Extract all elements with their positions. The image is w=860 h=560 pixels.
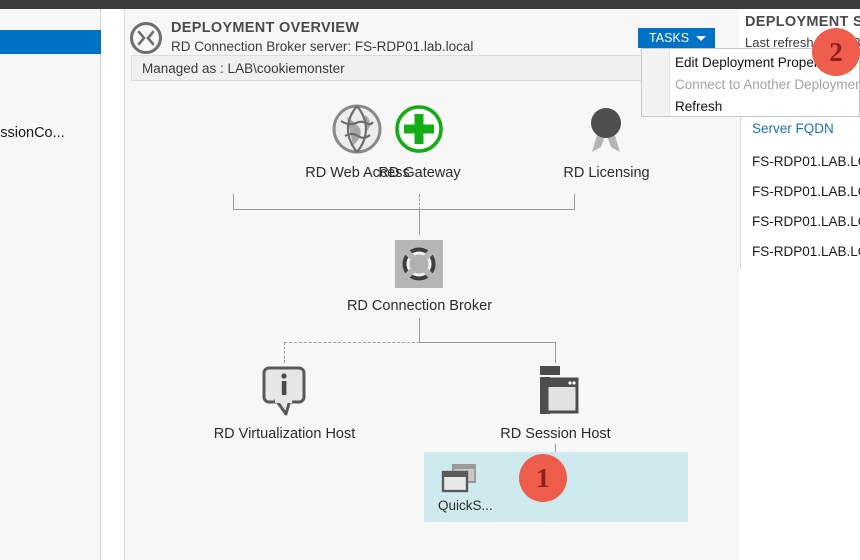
info-bubble-icon xyxy=(207,364,362,420)
page-subtitle: RD Connection Broker server: FS-RDP01.la… xyxy=(171,39,474,54)
deployment-overview-icon xyxy=(130,22,162,54)
connector-gateway-stub-dotted xyxy=(419,194,420,210)
sidebar-item-quicksessioncollection[interactable]: ckSessionCo... xyxy=(0,121,101,145)
menu-item-label: Connect to Another Deployment xyxy=(675,77,860,92)
menu-item-refresh[interactable]: Refresh xyxy=(675,95,722,118)
chevron-down-icon xyxy=(696,36,706,41)
node-label: RD Gateway xyxy=(378,165,461,181)
menu-item-connect-to-another-deployment: Connect to Another Deployment xyxy=(675,73,860,96)
node-rd-connection-broker[interactable]: RD Connection Broker xyxy=(342,236,497,314)
session-host-icon xyxy=(478,364,633,420)
node-label: RD Licensing xyxy=(563,165,650,181)
connector-sessionhost-stub xyxy=(555,342,556,363)
table-row[interactable]: FS-RDP01.LAB.LOCAL xyxy=(752,154,860,169)
connector-broker-down xyxy=(419,318,420,342)
menu-item-label: Edit Deployment Properties xyxy=(675,55,840,70)
servers-grid: Server FQDN FS-RDP01.LAB.LOCAL FS-RDP01.… xyxy=(740,109,860,269)
connector-webaccess-stub xyxy=(233,194,234,210)
node-rd-session-host[interactable]: RD Session Host xyxy=(478,364,633,442)
connector-top-horizontal xyxy=(233,209,574,210)
table-row[interactable]: FS-RDP01.LAB.LOCAL xyxy=(752,214,860,229)
annotation-badge-2: 2 xyxy=(812,28,860,76)
menu-item-edit-deployment-properties[interactable]: Edit Deployment Properties xyxy=(675,51,839,74)
collection-tile-label: QuickS... xyxy=(438,498,493,513)
node-label: RD Web Access xyxy=(305,165,410,181)
connector-to-broker xyxy=(419,209,420,235)
connector-licensing-stub xyxy=(574,194,575,210)
deployment-diagram: RD Web Access RD Gateway xyxy=(125,81,740,560)
navigation-sidebar: iew rs tions ckSessionCo... xyxy=(0,9,101,560)
node-label: RD Connection Broker xyxy=(346,298,493,314)
window-top-band xyxy=(0,0,860,9)
right-panel-title: DEPLOYMENT SER xyxy=(745,14,860,30)
sidebar-item-collections[interactable]: tions xyxy=(0,94,101,118)
sidebar-item-label: ckSessionCo... xyxy=(0,125,65,141)
connector-bottom-right-horizontal xyxy=(419,342,555,343)
tasks-button-label: TASKS xyxy=(649,31,690,45)
connection-broker-icon xyxy=(342,236,497,292)
menu-item-label: Refresh xyxy=(675,99,723,114)
sidebar-item-servers[interactable]: rs xyxy=(0,63,101,87)
managed-as-bar: Managed as : LAB\cookiemonster xyxy=(131,55,731,81)
node-rd-licensing[interactable]: RD Licensing xyxy=(529,103,684,181)
node-label: RD Session Host xyxy=(500,426,611,442)
column-header-server-fqdn[interactable]: Server FQDN xyxy=(752,121,834,136)
node-rd-web-access[interactable]: RD Web Access xyxy=(280,103,435,181)
annotation-badge-1: 1 xyxy=(519,454,567,502)
globe-icon xyxy=(280,103,435,159)
green-plus-icon xyxy=(342,103,497,159)
node-rd-virtualization-host[interactable]: RD Virtualization Host xyxy=(207,364,362,442)
page-header: DEPLOYMENT OVERVIEW RD Connection Broker… xyxy=(125,14,740,60)
table-row[interactable]: FS-RDP01.LAB.LOCAL xyxy=(752,184,860,199)
page-title: DEPLOYMENT OVERVIEW xyxy=(171,20,360,36)
collection-windows-icon xyxy=(440,463,480,495)
tasks-dropdown-menu: Edit Deployment Properties Connect to An… xyxy=(641,48,860,117)
menu-icon-gutter xyxy=(642,49,670,116)
connector-bottom-left-horizontal-dotted xyxy=(284,342,420,343)
award-ribbon-icon xyxy=(529,103,684,159)
sidebar-item-overview[interactable]: iew xyxy=(0,30,101,54)
connector-virtualization-stub-dotted xyxy=(284,342,285,363)
node-rd-gateway[interactable]: RD Gateway xyxy=(342,103,497,181)
node-label: RD Virtualization Host xyxy=(213,426,356,442)
table-row[interactable]: FS-RDP01.LAB.LOCAL xyxy=(752,244,860,259)
tasks-button[interactable]: TASKS xyxy=(638,28,715,48)
